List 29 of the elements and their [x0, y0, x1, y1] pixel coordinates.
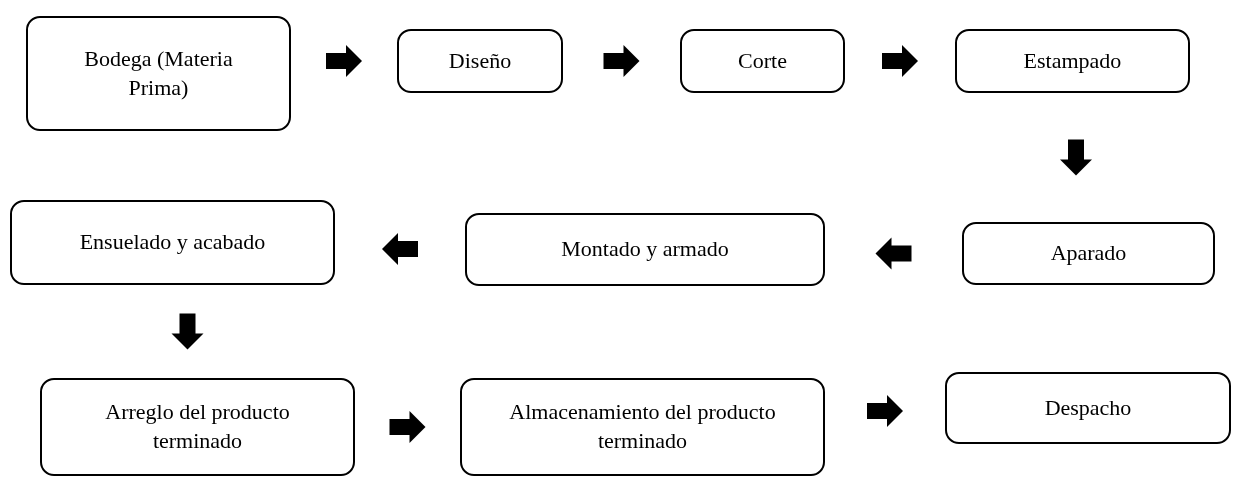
step-label: Almacenamiento del producto terminado	[508, 398, 777, 455]
process-box	[10, 200, 335, 285]
process-box	[460, 378, 825, 476]
process-box	[465, 213, 825, 286]
block-arrow	[875, 237, 912, 270]
step-label: Ensuelado y acabado	[79, 228, 266, 257]
step-label: Corte	[738, 46, 787, 75]
process-box	[955, 29, 1190, 93]
step-label: Diseño	[448, 46, 512, 75]
step-label: Bodega (Materia Prima)	[83, 44, 234, 102]
block-arrow	[326, 45, 362, 77]
process-box	[945, 372, 1231, 444]
block-arrow	[603, 45, 640, 77]
process-box	[680, 29, 845, 93]
process-box	[962, 222, 1215, 285]
step-label: Aparado	[1050, 239, 1127, 268]
block-arrow	[389, 411, 426, 443]
step-label: Despacho	[1044, 393, 1132, 422]
process-box	[40, 378, 355, 476]
block-arrow	[1060, 139, 1092, 176]
process-box	[397, 29, 563, 93]
step-label: Montado y armado	[561, 235, 729, 264]
block-arrow	[382, 233, 418, 265]
step-label: Estampado	[1023, 46, 1122, 75]
step-label: Arreglo del producto terminado	[104, 398, 291, 455]
process-box	[26, 16, 291, 131]
block-arrow	[867, 395, 903, 427]
block-arrow	[882, 45, 918, 77]
block-arrow	[171, 313, 204, 350]
